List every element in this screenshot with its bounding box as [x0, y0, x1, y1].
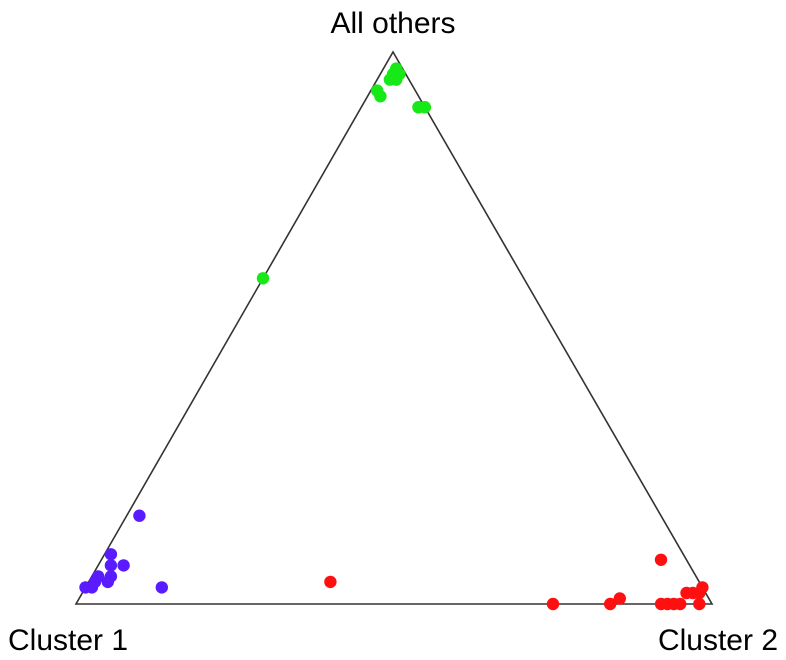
data-point-all_others-9: [412, 101, 425, 114]
data-point-all_others-6: [371, 84, 384, 97]
data-point-cluster2-10: [613, 592, 626, 605]
data-point-all_others-10: [256, 272, 270, 285]
data-point-cluster2-0: [654, 553, 668, 566]
data-point-cluster2-4: [680, 586, 693, 600]
ternary-triangle-outline: [74, 50, 714, 605]
data-points: [79, 62, 709, 611]
data-point-cluster2-11: [604, 597, 617, 611]
vertex-label-bottom-left: Cluster 1: [8, 624, 128, 657]
data-point-cluster1-8: [155, 581, 168, 594]
data-point-cluster2-9: [693, 597, 706, 611]
data-point-cluster2-13: [324, 575, 337, 589]
data-point-cluster2-8: [674, 597, 687, 611]
data-point-cluster1-5: [104, 570, 118, 583]
data-point-cluster1-6: [104, 559, 118, 572]
data-point-cluster1-7: [117, 559, 130, 572]
vertex-label-top: All others: [330, 7, 455, 40]
vertex-label-bottom-right: Cluster 2: [658, 624, 778, 657]
data-point-cluster1-9: [104, 548, 118, 561]
data-point-cluster2-7: [654, 597, 668, 611]
data-point-cluster1-3: [88, 575, 102, 589]
data-point-cluster1-10: [133, 509, 146, 522]
data-point-all_others-4: [390, 73, 403, 86]
data-point-cluster2-12: [546, 597, 560, 611]
